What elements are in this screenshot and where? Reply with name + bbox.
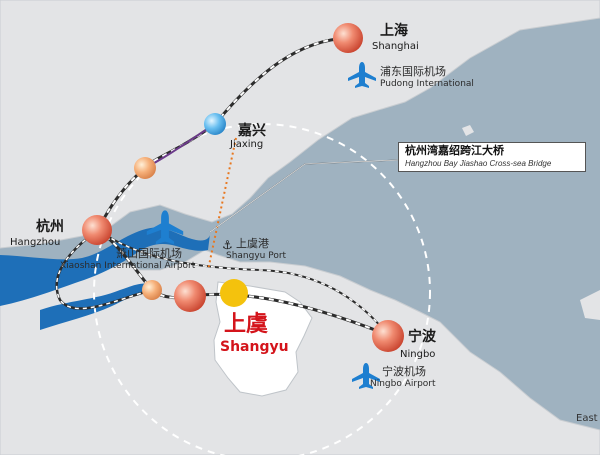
bridge-label-cn: 杭州湾嘉绍跨江大桥: [405, 145, 504, 157]
jiaxing-marker[interactable]: [204, 113, 226, 135]
shangyu-station-marker[interactable]: [174, 280, 206, 312]
ningbo-airport-label-cn: 宁波机场: [382, 365, 426, 378]
sea-label: East: [576, 413, 598, 424]
pudong-airplane-icon: [348, 62, 376, 88]
ningbo-label-cn: 宁波: [408, 329, 436, 345]
pudong-airport-label-en: Pudong International: [380, 79, 474, 89]
ningbo-label-en: Ningbo: [400, 349, 436, 360]
shangyu-district: [213, 281, 313, 397]
xiaoshan-airport-label-cn: 萧山国际机场: [116, 247, 182, 260]
shangyu-marker[interactable]: [220, 279, 248, 307]
shangyu-label-cn: 上虞: [224, 312, 269, 337]
shangyu-port-label-en: Shangyu Port: [226, 251, 287, 261]
shangyu-label-en: Shangyu: [220, 339, 289, 355]
bridge-label-en: Hangzhou Bay Jiashao Cross-sea Bridge: [405, 159, 552, 168]
shanghai-marker[interactable]: [333, 23, 363, 53]
xiaoshan-airport-label-en: Xiaoshan International Airport: [60, 261, 196, 271]
shanghai-label-cn: 上海: [380, 23, 408, 39]
jiaxing-label-cn: 嘉兴: [238, 123, 266, 139]
hangzhou-marker[interactable]: [82, 215, 112, 245]
midpoint-marker[interactable]: [134, 157, 156, 179]
shangyu-port-label-cn: 上虞港: [236, 237, 269, 250]
north-land: [0, 0, 600, 249]
coverage-circle: [93, 123, 431, 455]
hangzhou-label-en: Hangzhou: [10, 237, 61, 248]
pudong-airport-label-cn: 浦东国际机场: [380, 65, 446, 78]
shanghai-label-en: Shanghai: [372, 41, 419, 52]
ningbo-airport-label-en: Ningbo Airport: [370, 379, 436, 389]
jiaxing-label-en: Jiaxing: [230, 139, 264, 150]
ningbo-airplane-icon: [352, 363, 380, 389]
qiantang-river: [0, 227, 210, 306]
hangzhou-label-cn: 杭州: [36, 219, 64, 235]
xiaoshan-airplane-icon: [146, 210, 184, 245]
ningbo-marker[interactable]: [372, 320, 404, 352]
bridge-label-box: 杭州湾嘉绍跨江大桥 Hangzhou Bay Jiashao Cross-sea…: [398, 142, 586, 172]
south-land: [0, 249, 600, 455]
shaoxing-marker[interactable]: [142, 280, 162, 300]
anchor-icon: ⚓: [222, 238, 233, 252]
